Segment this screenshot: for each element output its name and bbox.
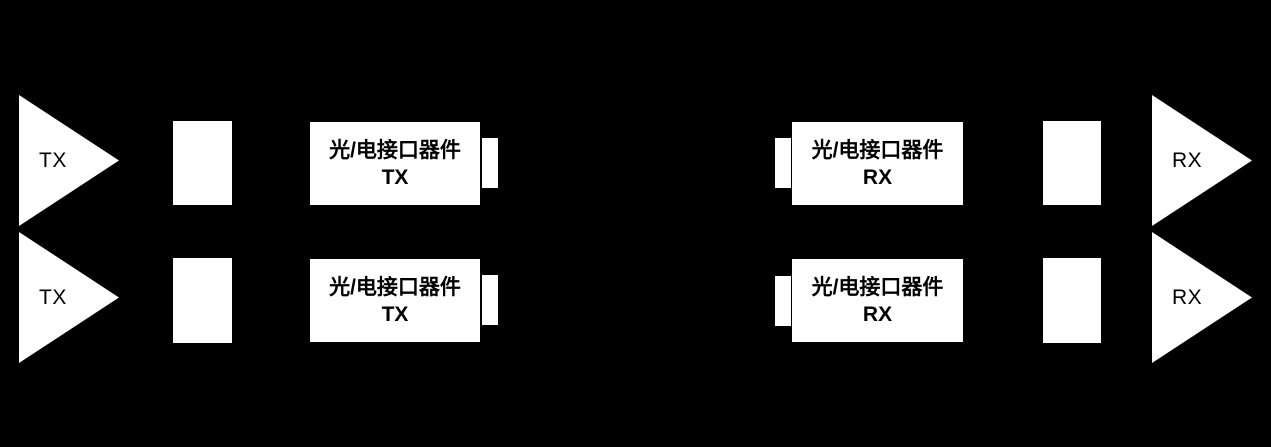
rx-label: RX <box>1172 285 1203 309</box>
optical-electrical-interface-rx-box-1: 光/电接口器件 RX <box>792 122 963 205</box>
interface-box-subtitle: RX <box>862 165 893 189</box>
tx-label: TX <box>39 285 67 309</box>
tx-label: TX <box>39 148 67 172</box>
connector-block-right-2 <box>1043 258 1101 343</box>
fiber-port-tab-tx-1 <box>482 138 498 188</box>
fiber-port-tab-rx-1 <box>775 138 791 188</box>
rx-amplifier-triangle-1: RX <box>1152 95 1252 226</box>
interface-box-title: 光/电接口器件 <box>811 275 944 299</box>
optical-electrical-interface-tx-box-1: 光/电接口器件 TX <box>310 122 480 205</box>
rx-label: RX <box>1172 148 1203 172</box>
connector-block-left-2 <box>173 258 232 343</box>
optical-electrical-interface-tx-box-2: 光/电接口器件 TX <box>310 259 480 342</box>
interface-box-subtitle: RX <box>862 302 893 326</box>
optical-electrical-interface-rx-box-2: 光/电接口器件 RX <box>792 259 963 342</box>
interface-box-title: 光/电接口器件 <box>811 138 944 162</box>
rx-amplifier-triangle-2: RX <box>1152 232 1252 363</box>
fiber-port-tab-rx-2 <box>775 276 791 326</box>
interface-box-title: 光/电接口器件 <box>329 275 461 299</box>
tx-amplifier-triangle-1: TX <box>19 95 119 226</box>
interface-box-subtitle: TX <box>381 165 409 189</box>
connector-block-right-1 <box>1043 121 1101 205</box>
connector-block-left-1 <box>173 121 232 205</box>
interface-box-subtitle: TX <box>381 302 409 326</box>
fiber-port-tab-tx-2 <box>482 275 498 325</box>
tx-amplifier-triangle-2: TX <box>19 232 119 363</box>
interface-box-title: 光/电接口器件 <box>329 138 461 162</box>
